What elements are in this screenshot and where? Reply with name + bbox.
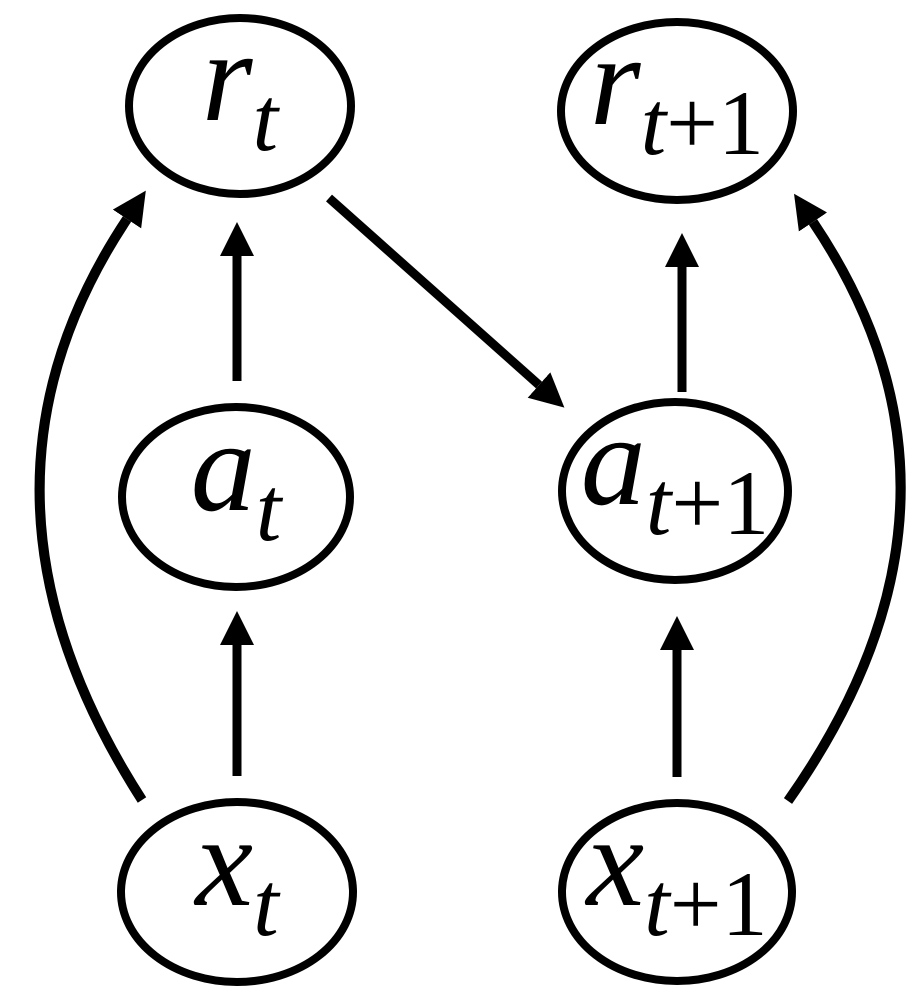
- node-a-t1-subscript-plain: +1: [671, 452, 769, 554]
- node-r-t1-subscript-plain: +1: [666, 72, 764, 174]
- node-x-t: xt: [117, 790, 357, 986]
- node-a-t: at: [118, 395, 354, 591]
- node-a-t1-ellipse: [558, 398, 792, 584]
- node-x-t1-subscript: t: [644, 853, 672, 955]
- node-x-t1-base: x: [584, 790, 644, 934]
- node-x-t-ellipse: [117, 798, 357, 986]
- node-x-t-base: x: [193, 790, 253, 934]
- edge-xt-to-rt-curved-arrow: [34, 190, 147, 803]
- node-a-t1-label: at+1: [581, 389, 769, 554]
- node-a-t-label: at: [191, 395, 284, 560]
- node-a-t-ellipse: [118, 403, 354, 591]
- node-r-t1-ellipse: [557, 18, 797, 204]
- node-x-t1-ellipse: [558, 799, 796, 985]
- node-r-t-subscript: t: [253, 68, 281, 170]
- node-x-t1: xt+1: [558, 790, 796, 985]
- node-r-t: rt: [125, 5, 355, 198]
- node-a-t1-subscript: t: [646, 452, 674, 554]
- node-x-t-subscript: t: [253, 853, 281, 955]
- node-r-t1-base: r: [590, 9, 641, 153]
- node-a-t-base: a: [191, 395, 256, 539]
- node-x-t-label: xt: [193, 790, 281, 955]
- node-r-t1-subscript: t: [641, 72, 669, 174]
- node-r-t1-label: rt+1: [590, 9, 764, 174]
- node-a-t-subscript: t: [256, 458, 284, 560]
- node-a-t1-base: a: [581, 389, 646, 533]
- node-r-t-base: r: [202, 5, 253, 149]
- node-x-t1-subscript-plain: +1: [670, 853, 768, 955]
- edge-rt-to-at1-arrow: [326, 194, 565, 408]
- edge-xt1-to-rt1-curved-arrow: [783, 193, 906, 804]
- node-r-t1: rt+1: [557, 9, 797, 204]
- edges-group: [34, 190, 906, 804]
- node-r-t-ellipse: [125, 14, 355, 198]
- node-x-t1-label: xt+1: [584, 790, 767, 955]
- node-a-t1: at+1: [558, 389, 792, 584]
- nodes-group: rt rt+1 at at+1 xt xt+1: [117, 5, 797, 986]
- node-r-t-label: rt: [202, 5, 281, 170]
